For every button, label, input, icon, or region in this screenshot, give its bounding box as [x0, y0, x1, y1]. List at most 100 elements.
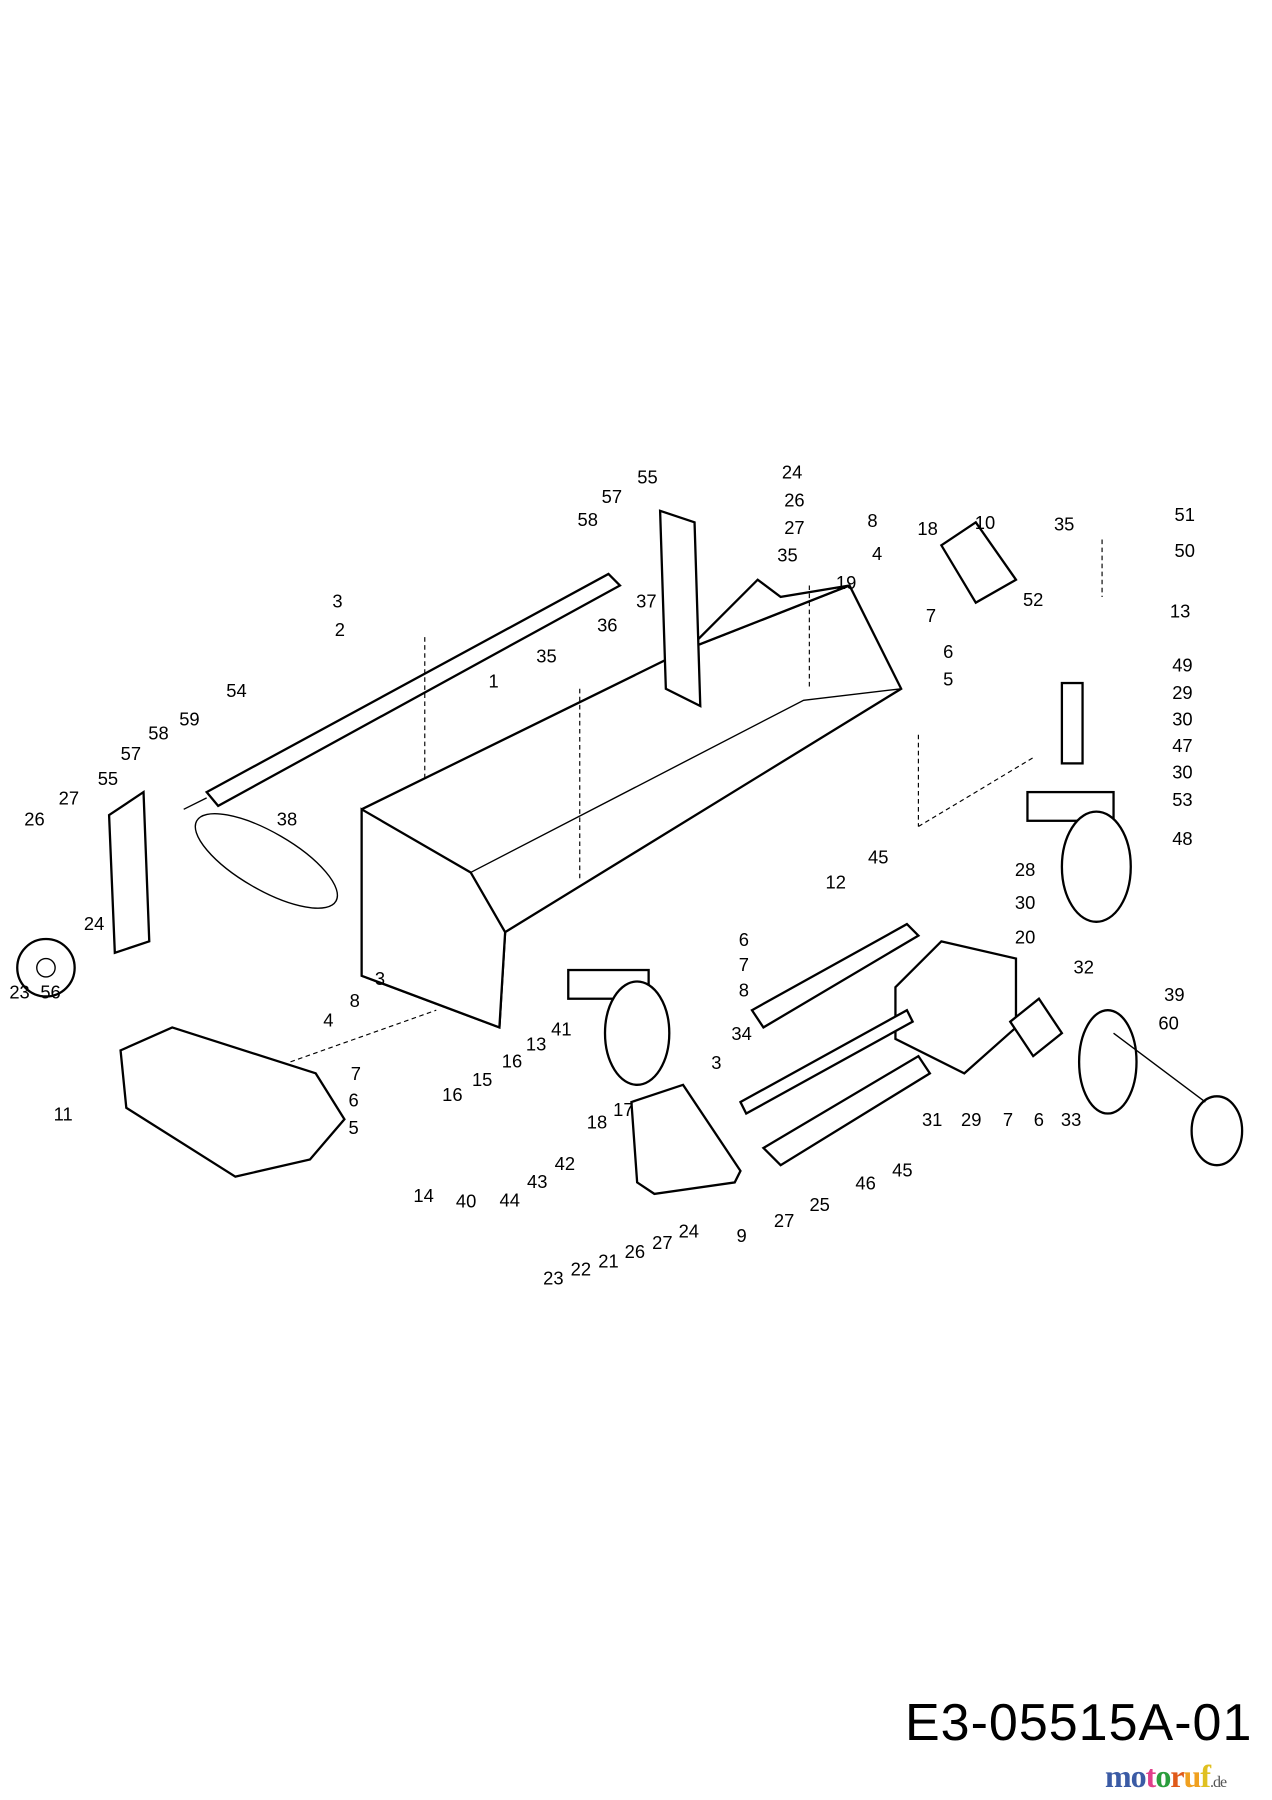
part-label-9: 9 — [737, 1225, 747, 1246]
logo-letter: t — [1145, 1758, 1157, 1794]
part-label-11: 11 — [54, 1103, 73, 1124]
logo-letter: m — [1105, 1758, 1132, 1794]
part-label-48: 48 — [1172, 828, 1192, 849]
rail-lower — [761, 1054, 932, 1167]
logo-letter: o — [1130, 1758, 1147, 1794]
side-plate — [630, 1083, 742, 1196]
part-label-3: 3 — [375, 968, 385, 989]
part-label-51: 51 — [1175, 504, 1195, 525]
logo-letter: o — [1155, 1758, 1171, 1794]
part-label-52: 52 — [1023, 589, 1043, 610]
part-label-14: 14 — [413, 1185, 433, 1206]
part-label-40: 40 — [456, 1191, 476, 1212]
part-label-12: 12 — [826, 872, 846, 893]
part-label-27: 27 — [652, 1232, 672, 1253]
part-label-26: 26 — [24, 808, 44, 829]
part-label-16: 16 — [442, 1084, 462, 1105]
caster-left — [567, 968, 671, 1086]
part-label-49: 49 — [1172, 655, 1192, 676]
part-label-29: 29 — [961, 1109, 981, 1130]
part-label-23: 23 — [9, 982, 29, 1003]
part-label-56: 56 — [40, 982, 60, 1003]
part-label-58: 58 — [578, 509, 598, 530]
part-label-4: 4 — [323, 1009, 333, 1030]
part-label-33: 33 — [1061, 1109, 1081, 1130]
part-label-18: 18 — [917, 518, 937, 539]
cover — [119, 1026, 346, 1178]
caster-right — [1026, 681, 1132, 923]
part-label-38: 38 — [277, 808, 297, 829]
part-label-47: 47 — [1172, 735, 1192, 756]
part-label-50: 50 — [1175, 540, 1195, 561]
part-label-3: 3 — [332, 590, 342, 611]
part-label-3: 3 — [711, 1052, 721, 1073]
part-label-5: 5 — [348, 1117, 358, 1138]
part-label-25: 25 — [809, 1194, 829, 1215]
part-label-32: 32 — [1073, 956, 1093, 977]
part-label-46: 46 — [855, 1172, 875, 1193]
part-label-45: 45 — [892, 1160, 912, 1181]
part-label-8: 8 — [739, 979, 749, 1000]
part-label-55: 55 — [98, 768, 118, 789]
part-label-24: 24 — [84, 913, 104, 934]
part-label-16: 16 — [502, 1051, 522, 1072]
part-label-6: 6 — [1034, 1109, 1044, 1130]
part-label-36: 36 — [597, 614, 617, 635]
part-label-23: 23 — [543, 1268, 563, 1289]
housing — [360, 578, 903, 1030]
guard — [1008, 997, 1064, 1058]
part-label-7: 7 — [1003, 1109, 1013, 1130]
part-label-6: 6 — [739, 929, 749, 950]
part-label-7: 7 — [739, 954, 749, 975]
part-label-17: 17 — [613, 1099, 633, 1120]
bracket — [939, 520, 1018, 605]
part-label-37: 37 — [636, 590, 656, 611]
part-label-26: 26 — [784, 489, 804, 510]
part-label-29: 29 — [1172, 682, 1192, 703]
part-label-58: 58 — [148, 722, 168, 743]
part-label-30: 30 — [1172, 761, 1192, 782]
part-label-42: 42 — [555, 1153, 575, 1174]
part-label-7: 7 — [351, 1063, 361, 1084]
part-label-19: 19 — [836, 572, 856, 593]
part-label-54: 54 — [226, 680, 246, 701]
part-label-8: 8 — [350, 990, 360, 1011]
part-label-5: 5 — [943, 668, 953, 689]
part-label-43: 43 — [527, 1171, 547, 1192]
part-label-45: 45 — [868, 846, 888, 867]
logo-letter: r — [1170, 1758, 1184, 1794]
part-label-31: 31 — [922, 1109, 942, 1130]
part-label-27: 27 — [774, 1210, 794, 1231]
part-label-57: 57 — [121, 743, 141, 764]
part-label-8: 8 — [867, 510, 877, 531]
part-label-21: 21 — [598, 1250, 618, 1271]
assembly-lines — [290, 539, 1103, 1063]
bearing-plate-right — [658, 509, 702, 708]
part-label-22: 22 — [571, 1258, 591, 1279]
part-label-53: 53 — [1172, 789, 1192, 810]
watermark-logo: motoruf.de — [1105, 1758, 1227, 1800]
part-label-30: 30 — [1015, 892, 1035, 913]
part-label-26: 26 — [625, 1241, 645, 1262]
part-label-24: 24 — [679, 1220, 699, 1241]
sprocket-hub — [36, 957, 56, 978]
bearing-plate-left — [107, 789, 151, 955]
logo-suffix: .de — [1209, 1774, 1227, 1791]
part-label-20: 20 — [1015, 927, 1035, 948]
part-label-13: 13 — [526, 1033, 546, 1054]
part-label-59: 59 — [179, 709, 199, 730]
part-label-15: 15 — [472, 1069, 492, 1090]
drive-shaft — [738, 1008, 915, 1116]
part-label-55: 55 — [637, 466, 657, 487]
part-label-27: 27 — [784, 517, 804, 538]
shaft — [183, 572, 622, 810]
belt — [194, 813, 339, 909]
part-label-4: 4 — [872, 543, 882, 564]
part-label-6: 6 — [943, 641, 953, 662]
part-label-27: 27 — [59, 788, 79, 809]
sprocket — [16, 937, 76, 998]
part-label-1: 1 — [489, 671, 499, 692]
part-label-44: 44 — [500, 1190, 520, 1211]
part-label-28: 28 — [1015, 859, 1035, 880]
